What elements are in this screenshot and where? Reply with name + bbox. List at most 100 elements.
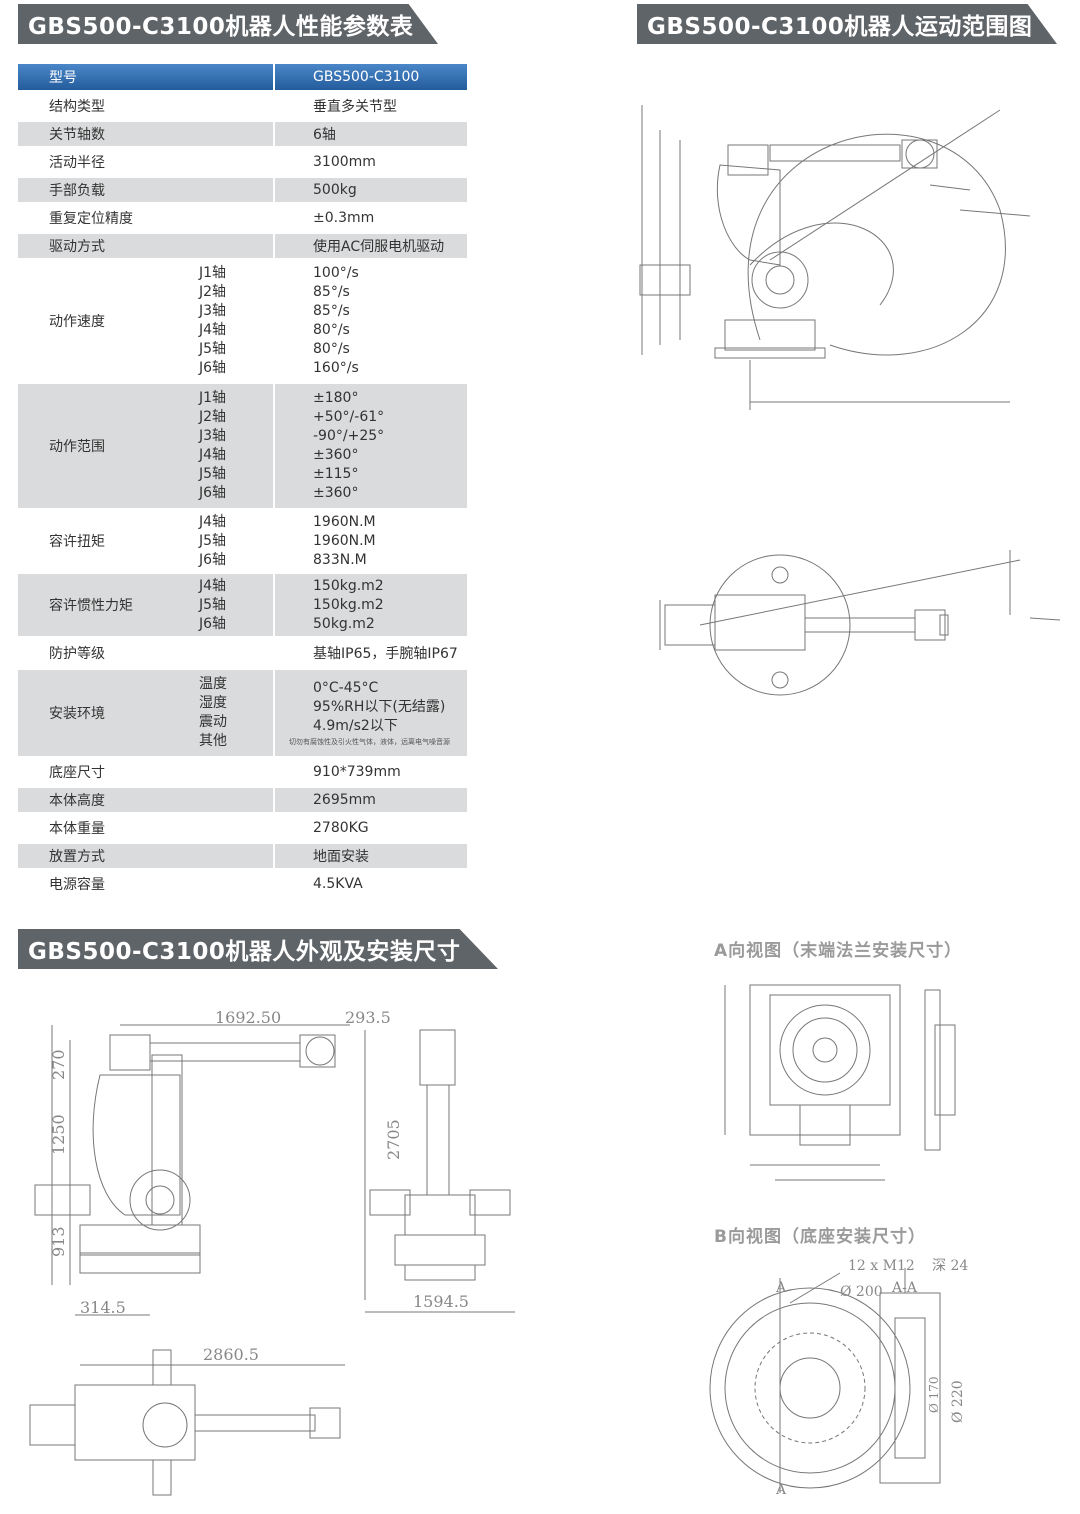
- axis-label: J3轴: [199, 303, 227, 319]
- env-label: 其他: [199, 733, 227, 749]
- axis-value: 80°/s: [313, 322, 350, 338]
- axis-label: J6轴: [199, 615, 227, 632]
- dim-2705-label: 2705: [384, 1119, 403, 1160]
- row-value: 垂直多关节型: [273, 93, 467, 119]
- row-value: 地面安装: [273, 844, 467, 868]
- dim-3145-label: 314.5: [80, 1298, 126, 1317]
- row-value: 基轴IP65，手腕轴IP67: [273, 639, 467, 667]
- axis-value: 80°/s: [313, 341, 350, 357]
- table-row: 放置方式 地面安装: [18, 844, 467, 868]
- dim-270-label: 270: [49, 1049, 68, 1080]
- table-row: 驱动方式 使用AC伺服电机驱动: [18, 234, 467, 258]
- table-row: 结构类型 垂直多关节型: [18, 93, 467, 119]
- env-label: 温度: [199, 676, 227, 692]
- axis-label: J4轴: [199, 513, 227, 530]
- table-row: 关节轴数 6轴: [18, 122, 467, 146]
- view-b-caption: B向视图（底座安装尺寸）: [714, 1227, 926, 1247]
- row-value: ±0.3mm: [273, 205, 467, 231]
- axis-value: ±115°: [313, 466, 359, 482]
- row-label: 本体高度: [18, 788, 199, 812]
- table-row: 防护等级 基轴IP65，手腕轴IP67: [18, 639, 467, 667]
- row-value: 4.5KVA: [273, 871, 467, 897]
- b-a-top-label: A: [775, 1280, 787, 1296]
- row-value: 使用AC伺服电机驱动: [273, 234, 467, 258]
- motion-range-top-drawing: [640, 540, 1070, 700]
- row-value: 6轴: [273, 122, 467, 146]
- axis-label: J2轴: [199, 409, 227, 425]
- table-header-row: 型号 GBS500-C3100: [18, 64, 467, 90]
- b-bolts-label: 12 x M12: [848, 1258, 915, 1274]
- axis-label: J6轴: [199, 485, 227, 501]
- dim-15945-label: 1594.5: [413, 1292, 469, 1311]
- table-row: 重复定位精度 ±0.3mm: [18, 205, 467, 231]
- row-value: 2695mm: [273, 788, 467, 812]
- row-value: 500kg: [273, 178, 467, 202]
- motion-range-side-drawing: [630, 90, 1070, 420]
- env-value: 95%RH以下(无结露): [313, 698, 446, 715]
- axis-label: J1轴: [199, 265, 227, 281]
- b-dia200-label: Ø 200: [840, 1284, 883, 1300]
- axis-value: 85°/s: [313, 303, 350, 319]
- table-row: 底座尺寸 910*739mm: [18, 759, 467, 785]
- row-label: 活动半径: [18, 149, 199, 175]
- row-label: 重复定位精度: [18, 205, 199, 231]
- params-section-title: GBS500-C3100机器人性能参数表: [18, 4, 438, 44]
- env-value: 4.9m/s2以下: [313, 717, 398, 734]
- env-label: 湿度: [199, 695, 227, 711]
- axis-label: J4轴: [199, 577, 227, 594]
- appearance-front-drawing: 1692.50 293.5 270 1250 913 314.5: [34, 995, 391, 1325]
- range-section-title: GBS500-C3100机器人运动范围图: [637, 4, 1057, 44]
- b-depth-label: 深 24: [932, 1258, 968, 1274]
- axis-label: J4轴: [199, 322, 227, 338]
- table-row: 电源容量 4.5KVA: [18, 871, 467, 897]
- axis-label: J6轴: [199, 360, 227, 376]
- table-row-speed: 动作速度 J1轴 J2轴 J3轴 J4轴 J5轴 J6轴 100°/s 85°/…: [18, 261, 467, 381]
- dims-section-title: GBS500-C3100机器人外观及安装尺寸: [18, 929, 498, 969]
- axis-value: 1960N.M: [313, 513, 376, 530]
- view-a-drawing: [715, 965, 965, 1205]
- dim-1250-label: 1250: [49, 1114, 68, 1155]
- row-label: 动作速度: [18, 261, 199, 381]
- axis-label: J5轴: [199, 596, 227, 613]
- axis-label: J1轴: [199, 390, 227, 406]
- header-value: GBS500-C3100: [273, 64, 467, 90]
- row-value: 910*739mm: [273, 759, 467, 785]
- axis-value: ±360°: [313, 485, 359, 501]
- appearance-top-drawing: 2860.5: [25, 1340, 355, 1500]
- table-row-inertia: 容许惯性力矩 J4轴 J5轴 J6轴 150kg.m2 150kg.m2 50k…: [18, 574, 467, 636]
- env-value: 0°C-45°C: [313, 679, 379, 696]
- row-label: 安装环境: [18, 670, 199, 756]
- view-a-caption: A向视图（末端法兰安装尺寸）: [714, 941, 963, 961]
- spec-table: 型号 GBS500-C3100 结构类型 垂直多关节型 关节轴数 6轴 活动半径…: [18, 61, 467, 900]
- row-label: 放置方式: [18, 844, 199, 868]
- row-label: 驱动方式: [18, 234, 199, 258]
- view-b-drawing: 12 x M12 深 24 Ø 200 A-A Ø 220 Ø 170 A A: [700, 1248, 980, 1498]
- axis-value: ±360°: [313, 447, 359, 463]
- b-dia170-label: Ø 170: [927, 1376, 941, 1413]
- table-row: 活动半径 3100mm: [18, 149, 467, 175]
- axis-label: J5轴: [199, 466, 227, 482]
- row-label: 电源容量: [18, 871, 199, 897]
- axis-value: 160°/s: [313, 360, 359, 376]
- table-row: 本体高度 2695mm: [18, 788, 467, 812]
- axis-label: J5轴: [199, 532, 227, 549]
- axis-value: +50°/-61°: [313, 409, 385, 425]
- row-label: 容许惯性力矩: [18, 574, 199, 636]
- b-dia220-label: Ø 220: [950, 1380, 966, 1423]
- row-label: 结构类型: [18, 93, 199, 119]
- table-row-torque: 容许扭矩 J4轴 J5轴 J6轴 1960N.M 1960N.M 833N.M: [18, 511, 467, 571]
- axis-value: 833N.M: [313, 551, 367, 568]
- axis-label: J5轴: [199, 341, 227, 357]
- axis-value: 1960N.M: [313, 532, 376, 549]
- row-label: 防护等级: [18, 639, 199, 667]
- table-row: 本体重量 2780KG: [18, 815, 467, 841]
- axis-value: ±180°: [313, 390, 359, 406]
- dim-28605-label: 2860.5: [203, 1345, 259, 1364]
- table-row: 手部负载 500kg: [18, 178, 467, 202]
- dim-1692-label: 1692.50: [215, 1008, 281, 1027]
- dim-913-label: 913: [49, 1226, 68, 1257]
- header-label: 型号: [18, 64, 199, 90]
- axis-value: 85°/s: [313, 284, 350, 300]
- row-label: 本体重量: [18, 815, 199, 841]
- axis-value: 150kg.m2: [313, 577, 384, 594]
